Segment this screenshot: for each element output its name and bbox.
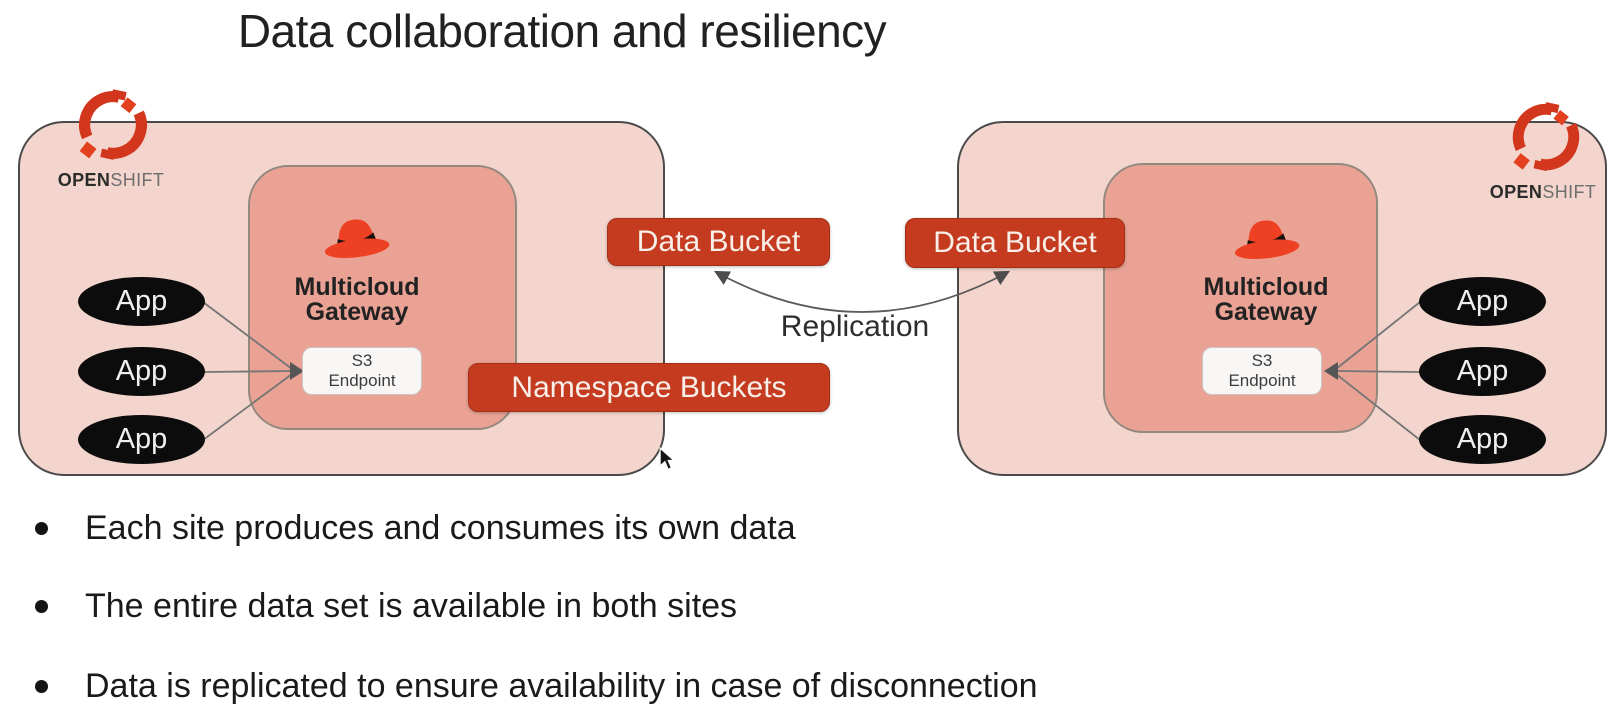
redhat-fedora-icon [1234, 220, 1300, 259]
page-title: Data collaboration and resiliency [237, 5, 887, 57]
app-ellipse: App [78, 415, 205, 464]
openshift-logo-icon [1512, 102, 1580, 172]
app-ellipse: App [1419, 415, 1546, 464]
s3-endpoint-box-right: S3 Endpoint [1202, 347, 1322, 395]
bullet-item: Data is replicated to ensure availabilit… [35, 666, 1038, 706]
openshift-logo-icon [79, 89, 147, 160]
openshift-wordmark: OPENSHIFT [57, 170, 165, 190]
gateway-name-left: Multicloud Gateway [294, 273, 420, 326]
bullet-item: The entire data set is available in both… [35, 586, 737, 626]
namespace-buckets-label: Namespace Buckets [468, 363, 830, 412]
replication-label: Replication [780, 310, 930, 343]
mouse-cursor-icon [659, 447, 676, 471]
data-bucket-label-right: Data Bucket [905, 218, 1125, 268]
app-ellipse: App [1419, 277, 1546, 326]
redhat-fedora-icon [324, 219, 390, 258]
app-ellipse: App [1419, 347, 1546, 396]
app-ellipse: App [78, 347, 205, 396]
bullet-dot [35, 521, 48, 535]
data-bucket-label-left: Data Bucket [607, 218, 830, 266]
bullet-dot [35, 679, 48, 693]
gateway-name-right: Multicloud Gateway [1203, 273, 1329, 326]
s3-endpoint-box-left: S3 Endpoint [302, 347, 422, 395]
app-ellipse: App [78, 277, 205, 326]
bullet-dot [35, 599, 48, 613]
openshift-wordmark: OPENSHIFT [1489, 182, 1597, 202]
bullet-item: Each site produces and consumes its own … [35, 508, 796, 548]
